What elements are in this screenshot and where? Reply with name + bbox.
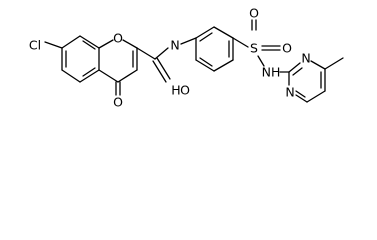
bond	[324, 57, 344, 70]
bond	[306, 90, 326, 103]
amide-oxygen-label: O	[180, 83, 190, 98]
bond	[288, 62, 301, 73]
bond	[295, 94, 308, 103]
sulfonyl-sulfur-label: S	[250, 41, 258, 56]
bond	[152, 60, 167, 83]
bond	[61, 69, 81, 83]
bond	[122, 39, 138, 49]
ring-oxygen-label: O	[113, 31, 123, 46]
bond	[199, 32, 213, 42]
bond	[154, 47, 169, 60]
sulfonyl-oxygen-right-label: O	[282, 41, 292, 56]
bond	[310, 60, 326, 70]
bond	[257, 55, 265, 67]
bond	[292, 67, 303, 76]
amide-hydrogen-label: H	[171, 83, 180, 98]
bonds	[44, 19, 344, 103]
sulfonamide-nh-label: NH	[262, 65, 281, 80]
pyrimidine-n1-label: N	[285, 85, 294, 100]
bond	[98, 69, 119, 83]
bond	[117, 69, 138, 83]
bond	[213, 59, 234, 72]
bond	[232, 37, 249, 48]
chlorine-label: Cl	[29, 38, 41, 53]
bond	[195, 26, 215, 39]
bond	[136, 47, 156, 60]
bond	[61, 35, 81, 49]
chemical-structure: Cl O O N H O S O O NH N N	[29, 6, 344, 110]
amide-nitrogen-label: N	[170, 38, 179, 53]
pyrimidine-n3-label: N	[301, 51, 310, 66]
bond	[199, 57, 213, 67]
bond	[180, 37, 197, 45]
ketone-oxygen-label: O	[113, 95, 123, 110]
bond	[44, 41, 63, 49]
sulfonyl-oxygen-top-label: O	[249, 6, 259, 21]
bond	[79, 35, 100, 49]
bond	[98, 39, 114, 49]
bond	[195, 59, 215, 72]
bond	[79, 69, 100, 83]
bond	[295, 90, 306, 98]
bond	[82, 40, 96, 50]
bond	[156, 57, 171, 80]
bond	[82, 67, 96, 77]
bond	[213, 26, 234, 39]
atom-labels: Cl O O N H O S O O NH N N	[29, 6, 311, 110]
